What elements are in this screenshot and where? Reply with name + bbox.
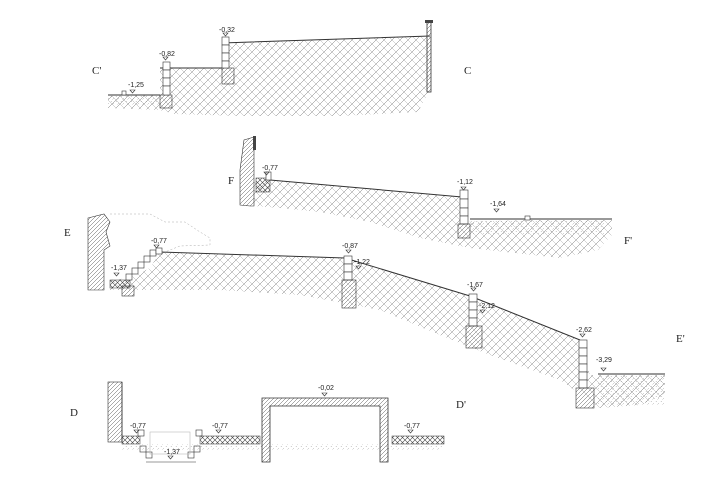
wall-cap	[253, 136, 256, 150]
small-curb	[524, 215, 531, 221]
stair-blocks	[125, 247, 163, 281]
ground-line	[108, 35, 431, 96]
section-ee: -1,37 -0,77 -0,87 -1,22 -1,67 -2,12 -2,6…	[64, 213, 685, 409]
retaining-wall	[239, 136, 255, 207]
elevation-label: -0,87	[342, 243, 358, 250]
paving-tiles	[109, 279, 131, 289]
elevation-label: -3,29	[596, 357, 612, 364]
section-cc: -1,25 -0,82 -0,32 C' C	[92, 20, 471, 116]
retaining-wall	[87, 213, 111, 291]
elevation-label: -1,12	[457, 179, 473, 186]
elevation-label: -1,37	[164, 449, 180, 456]
paving-tiles	[199, 435, 261, 445]
gravel-bed	[122, 444, 442, 450]
soil-mass	[108, 36, 430, 116]
section-label-f-prime: F'	[624, 235, 632, 247]
section-dd: -0,77 -1,37 -0,77 -0,02 -0,77 D D'	[70, 381, 466, 463]
section-label-d-prime: D'	[456, 399, 466, 411]
block-wall	[343, 255, 588, 389]
paving-tiles	[255, 177, 271, 193]
elevation-label: -1,67	[467, 282, 483, 289]
elev-marker	[129, 32, 229, 94]
foundation-footing	[457, 223, 471, 239]
foundation-footing	[121, 279, 595, 409]
block-wall	[162, 36, 230, 96]
section-label-c-prime: C'	[92, 65, 101, 77]
section-label-d: D	[70, 407, 78, 419]
retaining-wall	[107, 381, 123, 443]
elevation-label: -1,64	[490, 201, 506, 208]
section-ff: -0,77 -1,12 -1,64 F F'	[228, 136, 632, 258]
section-label-e-prime: E'	[676, 333, 685, 345]
elevation-label: -0,77	[151, 238, 167, 245]
elevation-label: -0,77	[262, 165, 278, 172]
foundation-footing	[159, 94, 173, 109]
elev-marker	[263, 171, 500, 213]
block-wall	[265, 171, 469, 225]
section-label-f: F	[228, 175, 234, 187]
elevation-label: -0,77	[212, 423, 228, 430]
elevation-label: -1,37	[111, 265, 127, 272]
concrete-structure	[261, 397, 389, 463]
section-label-e: E	[64, 227, 71, 239]
retaining-wall	[426, 21, 432, 93]
gravel-bed	[470, 220, 605, 234]
gravel-bed	[108, 96, 160, 106]
soil-mass	[254, 180, 612, 258]
gravel-bed	[598, 375, 664, 405]
elevation-label: -0,82	[159, 51, 175, 58]
section-label-c: C	[464, 65, 471, 77]
foundation-footing	[221, 67, 235, 85]
paving-tiles	[121, 435, 141, 445]
elevation-label: -0,77	[130, 423, 146, 430]
paving-tiles	[391, 435, 445, 445]
elev-marker	[133, 392, 414, 460]
small-curb	[121, 90, 127, 96]
elevation-label: -1,25	[128, 82, 144, 89]
ground-line	[159, 251, 665, 375]
elevation-label: -2,12	[479, 303, 495, 310]
wall-cap	[425, 20, 433, 23]
elevation-label: -2,62	[576, 327, 592, 334]
soil-mass	[110, 252, 665, 408]
dashed-outline	[110, 213, 211, 253]
elevation-label: -1,22	[354, 259, 370, 266]
elev-marker	[113, 244, 607, 372]
elevation-label: -0,77	[404, 423, 420, 430]
elevation-label: -0,32	[219, 27, 235, 34]
elevation-label: -0,02	[318, 385, 334, 392]
